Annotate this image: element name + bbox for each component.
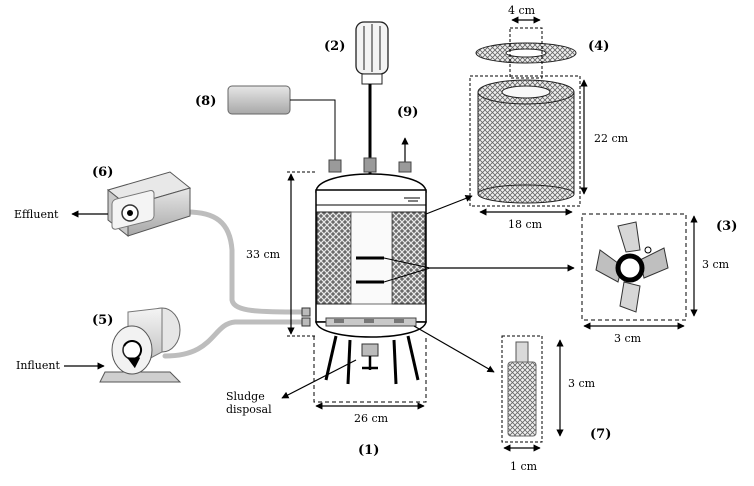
tubing — [162, 209, 305, 359]
sludge-label-2: disposal — [226, 403, 272, 416]
label-effluent-pump: (6) — [92, 165, 113, 180]
effluent-tube — [184, 209, 305, 315]
impeller — [581, 213, 687, 321]
controller-box — [227, 85, 291, 115]
reactor-envelope — [313, 336, 427, 403]
influent-tube — [162, 319, 305, 359]
carrier-pointer — [425, 195, 473, 215]
effluent-pump — [106, 171, 192, 238]
reactor-vessel — [301, 157, 427, 385]
reactor-height-text: 33 cm — [246, 248, 281, 261]
label-reactor: (1) — [358, 443, 379, 458]
diffuser-height-text: 3 cm — [568, 377, 596, 390]
influent-label: Influent — [16, 359, 60, 372]
impeller-width-text: 3 cm — [614, 332, 642, 345]
sludge-label-1: Sludge — [226, 390, 265, 403]
sludge-arrow — [281, 359, 357, 399]
label-motor: (2) — [324, 39, 345, 54]
label-influent-pump: (5) — [92, 313, 113, 328]
carrier-ring — [475, 27, 577, 79]
label-carrier: (4) — [588, 39, 609, 54]
carrier-width-text: 18 cm — [508, 218, 543, 231]
impeller-height-text: 3 cm — [702, 258, 730, 271]
effluent-label: Effluent — [14, 208, 59, 221]
diffuser-width-text: 1 cm — [510, 460, 538, 473]
carrier-inner-text: 4 cm — [508, 4, 536, 17]
controller-wire — [290, 99, 336, 164]
diffuser-pointer — [413, 325, 495, 373]
label-controller: (8) — [195, 94, 216, 109]
reactor-width-text: 26 cm — [354, 412, 389, 425]
motor — [355, 21, 389, 300]
carrier-height-text: 22 cm — [594, 132, 629, 145]
label-impeller: (3) — [716, 219, 737, 234]
influent-pump — [99, 307, 182, 383]
label-diffuser: (7) — [590, 427, 611, 442]
carrier-cylinder — [469, 75, 581, 207]
label-gas-outlet: (9) — [397, 105, 418, 120]
diffuser — [501, 335, 543, 443]
